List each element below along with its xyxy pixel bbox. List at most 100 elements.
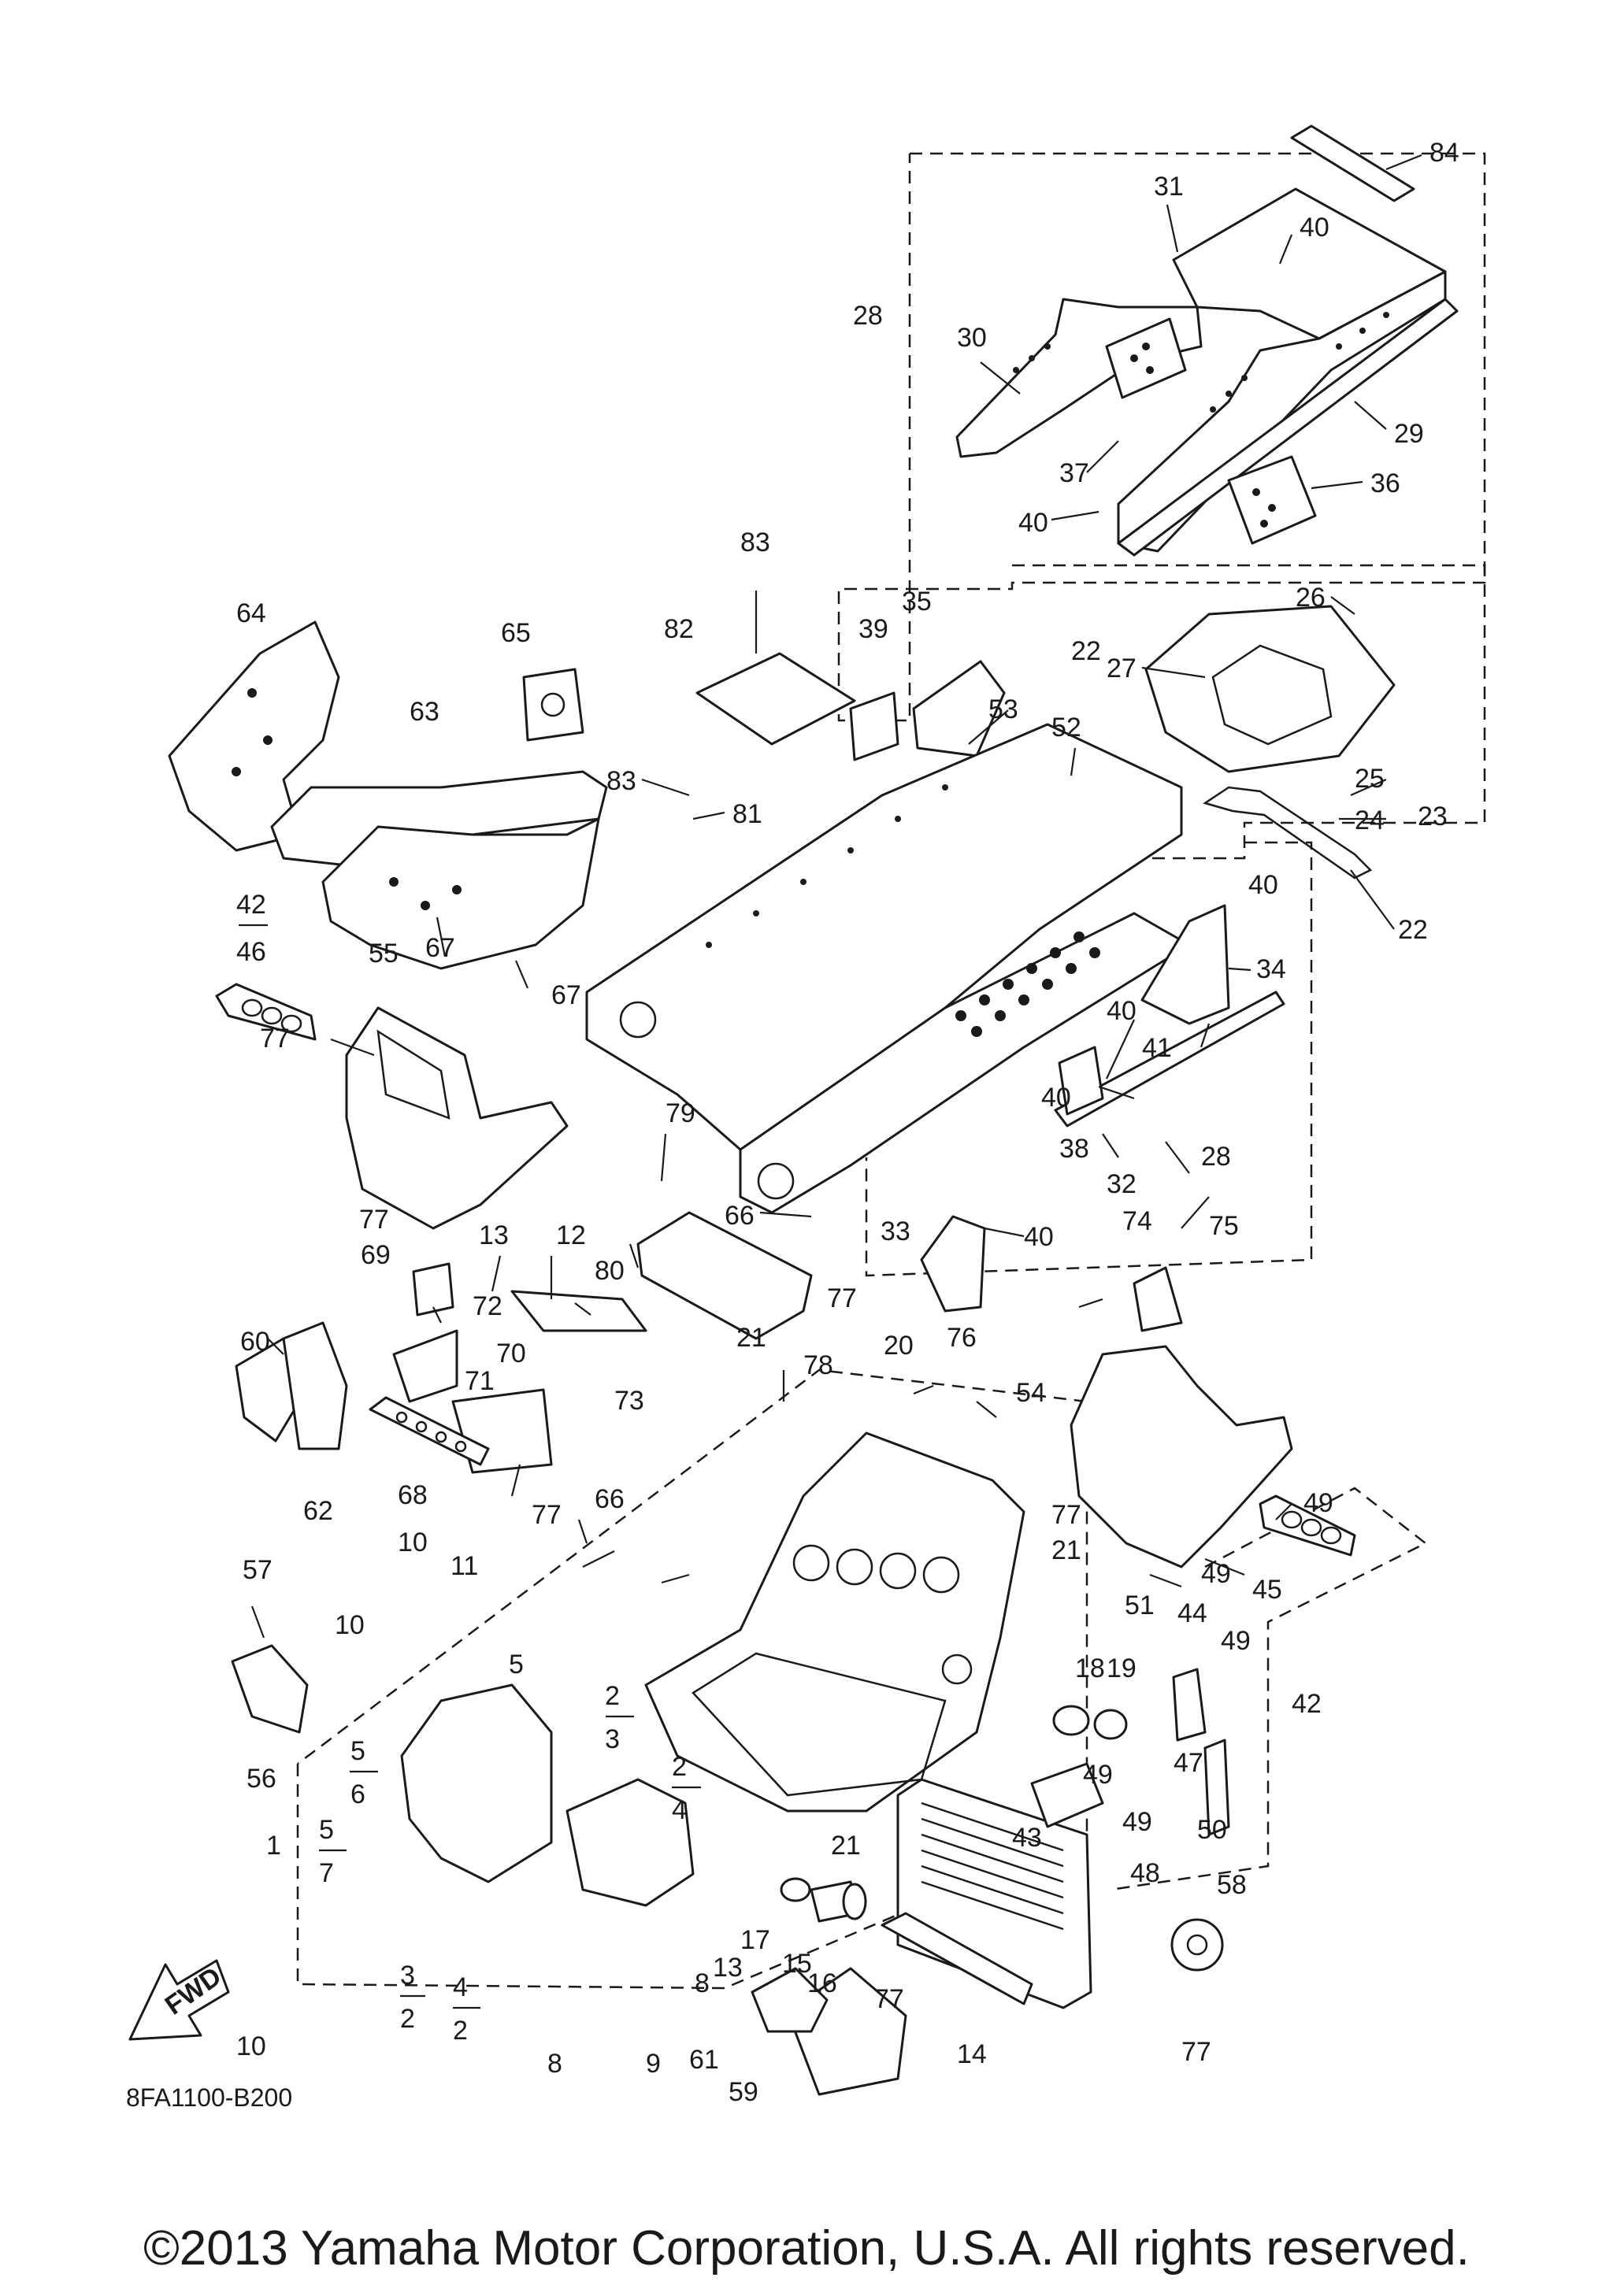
seal-19 bbox=[1093, 1709, 1128, 1740]
callout-78: 78 bbox=[803, 1350, 833, 1380]
leader-lines bbox=[250, 154, 1422, 1639]
callout-2: 2 bbox=[672, 1752, 687, 1782]
group-box-22 bbox=[1012, 564, 1486, 860]
bracket-71 bbox=[392, 1329, 458, 1403]
callout-1: 1 bbox=[266, 1831, 281, 1861]
fwd-arrow-icon: FWD bbox=[128, 1959, 230, 2041]
plate-39 bbox=[849, 691, 899, 761]
callout-20: 20 bbox=[884, 1331, 914, 1361]
bracket-48 bbox=[1203, 1739, 1230, 1836]
diagram-code: 8FA1100-B200 bbox=[126, 2083, 292, 2112]
callout-4: 4 bbox=[672, 1795, 687, 1825]
callout-77: 77 bbox=[260, 1024, 290, 1054]
footrest-55 bbox=[345, 1006, 569, 1230]
callout-71: 71 bbox=[465, 1366, 495, 1396]
callout-3: 3 bbox=[605, 1724, 620, 1754]
front-crossmember-63 bbox=[270, 770, 608, 868]
callout-63: 63 bbox=[410, 697, 439, 727]
callout-10: 10 bbox=[398, 1528, 428, 1557]
callout-5: 5 bbox=[319, 1815, 334, 1845]
callout-77: 77 bbox=[874, 1984, 904, 2014]
callout-2: 2 bbox=[453, 2016, 468, 2046]
callout-numbers: 84 31 40 30 28 29 37 36 40 83 35 82 39 2… bbox=[236, 138, 1459, 2107]
ring-16 bbox=[842, 1883, 867, 1920]
callout-7: 7 bbox=[319, 1858, 334, 1888]
callout-77: 77 bbox=[1051, 1500, 1081, 1530]
callout-23: 23 bbox=[1418, 802, 1448, 831]
callout-14: 14 bbox=[957, 2039, 987, 2069]
callout-28: 28 bbox=[1201, 1142, 1231, 1172]
callout-67: 67 bbox=[425, 933, 455, 963]
callout-9: 9 bbox=[646, 2049, 661, 2079]
bracket-70 bbox=[451, 1388, 553, 1474]
callout-67: 67 bbox=[551, 980, 581, 1010]
callout-57: 57 bbox=[243, 1555, 273, 1585]
bar-45-holes bbox=[1281, 1510, 1342, 1545]
callout-34: 34 bbox=[1256, 954, 1286, 984]
callout-8: 8 bbox=[695, 1968, 710, 1998]
rear-frame-holes bbox=[1013, 312, 1389, 528]
tunnel-frame-cutouts bbox=[619, 1001, 795, 1200]
bracket-56 bbox=[231, 1644, 309, 1734]
callout-52: 52 bbox=[1051, 713, 1081, 742]
bracket-74 bbox=[1133, 1266, 1183, 1332]
callout-51: 51 bbox=[1125, 1591, 1155, 1620]
callout-8: 8 bbox=[547, 2049, 562, 2079]
tunnel-frame-holes bbox=[706, 784, 1100, 1037]
callout-48: 48 bbox=[1130, 1858, 1160, 1888]
callout-68: 68 bbox=[398, 1480, 428, 1510]
bracket-65-hole bbox=[540, 692, 565, 717]
callout-77: 77 bbox=[1181, 2037, 1211, 2067]
callout-21: 21 bbox=[1051, 1535, 1081, 1565]
callout-22: 22 bbox=[1398, 915, 1428, 945]
group-box-42-right bbox=[1110, 1487, 1428, 1891]
callout-42: 42 bbox=[236, 890, 266, 920]
callout-37: 37 bbox=[1059, 458, 1089, 488]
callout-40: 40 bbox=[1024, 1222, 1054, 1252]
rear-strip-84 bbox=[1290, 124, 1415, 202]
callout-62: 62 bbox=[303, 1496, 333, 1526]
callout-50: 50 bbox=[1197, 1815, 1227, 1845]
callout-53: 53 bbox=[988, 694, 1018, 724]
bracket-plate-37 bbox=[1105, 317, 1187, 399]
callout-17: 17 bbox=[740, 1925, 770, 1955]
callout-70: 70 bbox=[496, 1339, 526, 1368]
footrest-54 bbox=[1070, 1345, 1293, 1568]
callout-75: 75 bbox=[1209, 1211, 1239, 1241]
callout-40: 40 bbox=[1041, 1083, 1071, 1113]
tunnel-frame-lower-rail bbox=[739, 912, 1191, 1214]
callout-77: 77 bbox=[359, 1205, 389, 1235]
callout-12: 12 bbox=[556, 1220, 586, 1250]
callout-64: 64 bbox=[236, 598, 266, 628]
front-frame-64 bbox=[168, 620, 340, 852]
callout-31: 31 bbox=[1154, 172, 1184, 202]
callout-82: 82 bbox=[664, 614, 694, 644]
callout-49: 49 bbox=[1083, 1760, 1113, 1790]
callout-33: 33 bbox=[881, 1217, 910, 1246]
callout-38: 38 bbox=[1059, 1134, 1089, 1164]
callout-77: 77 bbox=[827, 1283, 857, 1313]
callout-65: 65 bbox=[501, 618, 531, 648]
sprocket-hub-58-center bbox=[1186, 1934, 1208, 1956]
callout-21: 21 bbox=[736, 1323, 766, 1353]
callout-2: 2 bbox=[400, 2004, 415, 2034]
callout-32: 32 bbox=[1107, 1169, 1137, 1199]
cover-plate-82 bbox=[695, 652, 856, 746]
callout-18: 18 bbox=[1075, 1653, 1105, 1683]
callout-40: 40 bbox=[1300, 213, 1329, 243]
hoop-22 bbox=[1203, 786, 1373, 880]
side-bracket-34 bbox=[1140, 904, 1230, 1025]
bulkhead-ports bbox=[792, 1544, 973, 1685]
spindle-bracket-5 bbox=[400, 1683, 553, 1883]
callout-40: 40 bbox=[1107, 996, 1137, 1026]
callout-40: 40 bbox=[1018, 508, 1048, 538]
callout-49: 49 bbox=[1221, 1626, 1251, 1656]
callout-13: 13 bbox=[479, 1220, 509, 1250]
bracket-62 bbox=[282, 1321, 348, 1450]
callout-54: 54 bbox=[1016, 1378, 1046, 1408]
grouping-bars bbox=[239, 924, 701, 2009]
radiator-fins bbox=[921, 1802, 1064, 1931]
bulkhead-inner bbox=[692, 1652, 947, 1797]
callout-35: 35 bbox=[902, 587, 932, 617]
